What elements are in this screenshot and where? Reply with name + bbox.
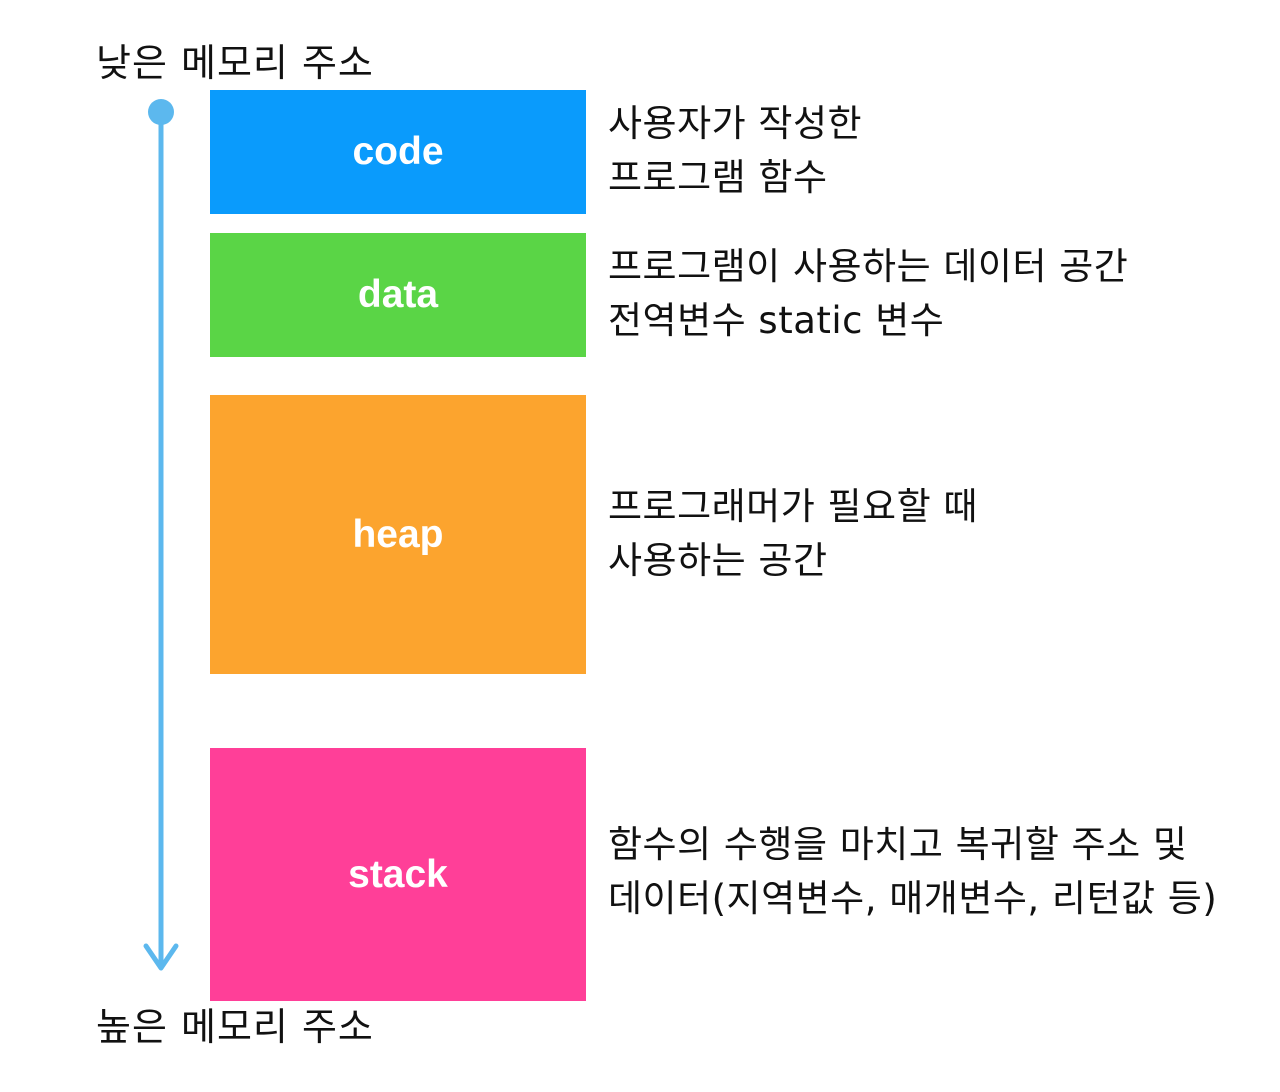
data-segment-label: data — [357, 273, 439, 316]
heap-segment-description: 프로그래머가 필요할 때 사용하는 공간 — [608, 480, 978, 588]
arrow-start-dot — [148, 99, 174, 125]
low-memory-address-label: 낮은 메모리 주소 — [96, 41, 374, 85]
description-line: 전역변수 static 변수 — [608, 299, 945, 342]
description-line: 사용자가 작성한 — [608, 102, 863, 145]
stack-segment-description: 함수의 수행을 마치고 복귀할 주소 및 데이터(지역변수, 매개변수, 리턴값… — [608, 818, 1217, 926]
stack-segment-block: stack — [210, 748, 586, 1001]
code-segment-description: 사용자가 작성한 프로그램 함수 — [608, 97, 862, 205]
description-line: 프로그램이 사용하는 데이터 공간 — [608, 245, 1129, 288]
data-segment-description: 프로그램이 사용하는 데이터 공간 전역변수 static 변수 — [608, 240, 1128, 348]
heap-segment-block: heap — [210, 395, 586, 674]
address-direction-arrow — [143, 99, 179, 971]
description-line: 사용하는 공간 — [608, 539, 828, 582]
data-segment-block: data — [210, 233, 586, 357]
description-line: 데이터(지역변수, 매개변수, 리턴값 등) — [608, 877, 1218, 920]
heap-segment-label: heap — [352, 512, 444, 556]
code-segment-label: code — [352, 130, 444, 173]
code-segment-block: code — [210, 90, 586, 214]
description-line: 프로그램 함수 — [608, 156, 828, 199]
description-line: 프로그래머가 필요할 때 — [608, 485, 978, 528]
description-line: 함수의 수행을 마치고 복귀할 주소 및 — [608, 823, 1188, 866]
arrow-head-icon — [143, 943, 179, 971]
high-memory-address-label: 높은 메모리 주소 — [96, 1005, 374, 1049]
stack-segment-label: stack — [348, 852, 448, 896]
